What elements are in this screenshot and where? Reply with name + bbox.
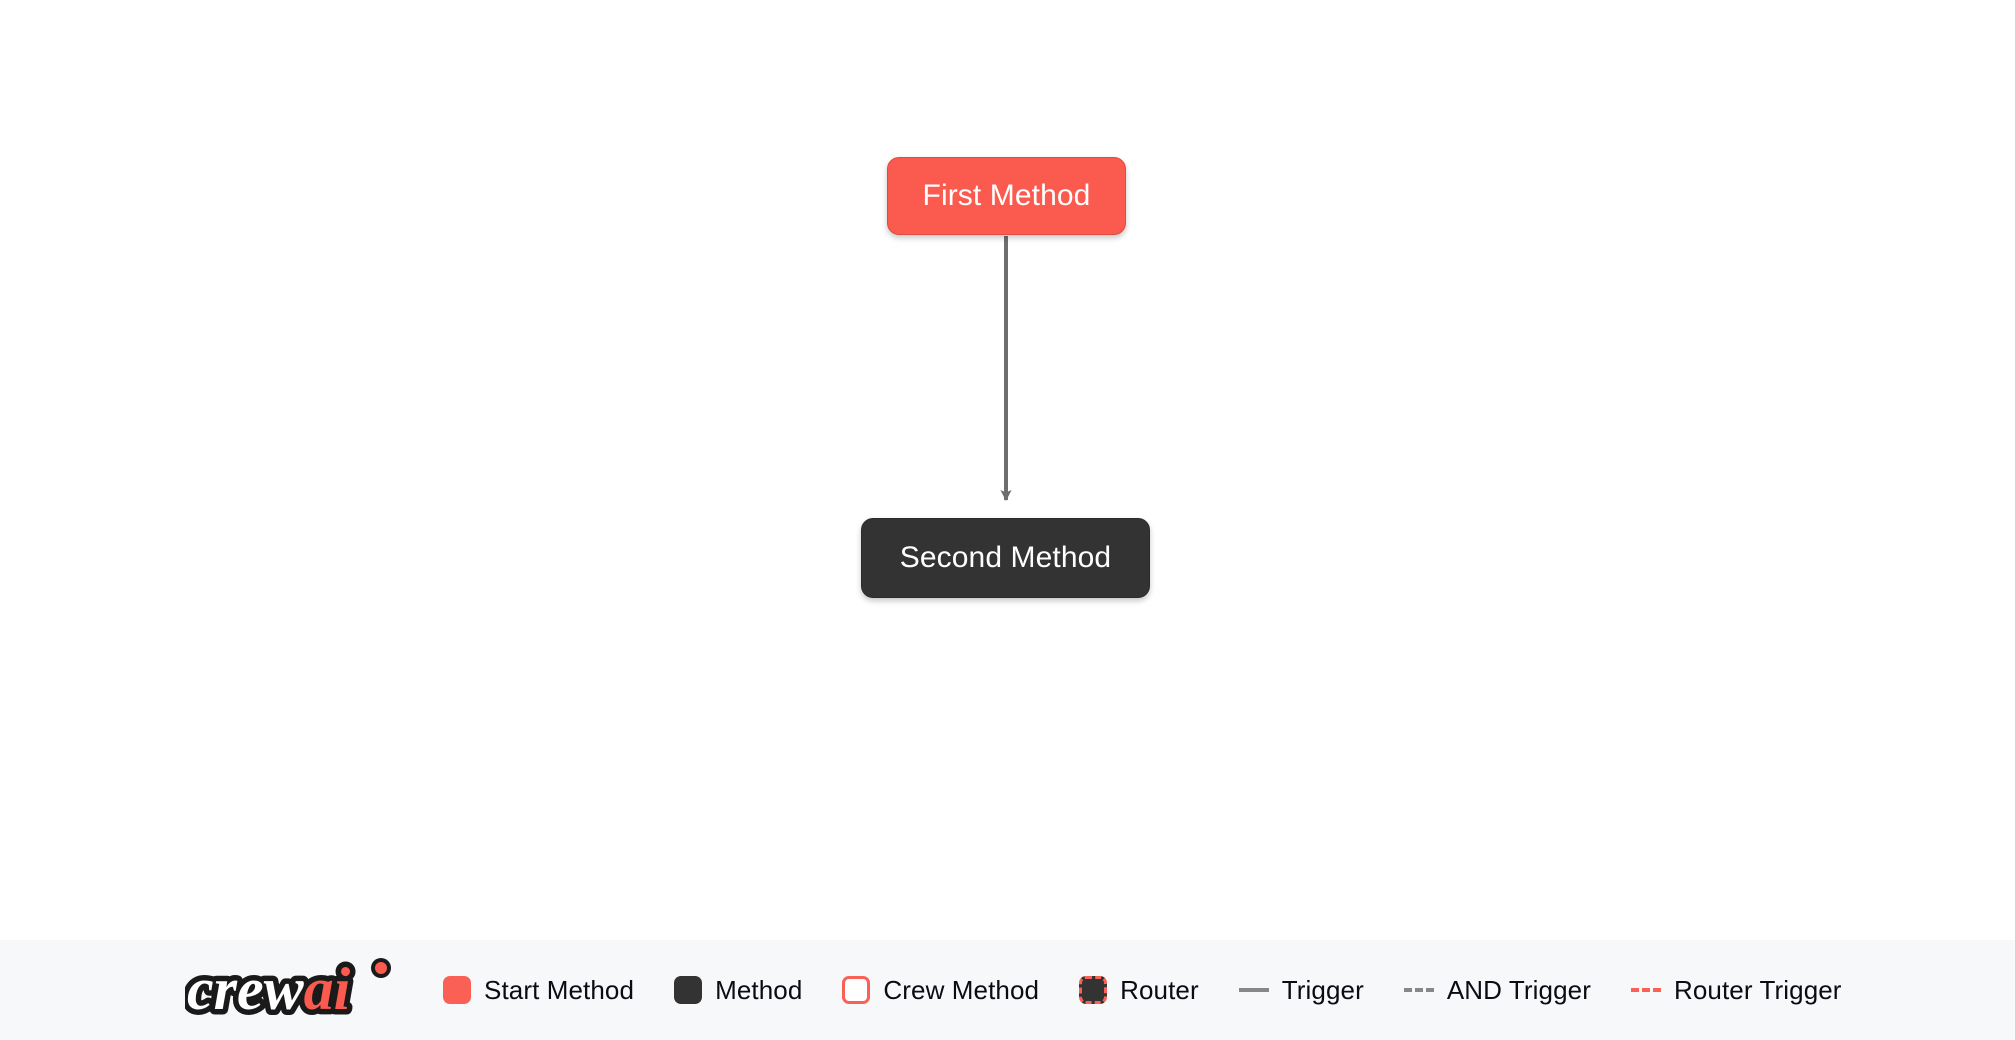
crewai-logo: crewai crew crewai [185, 954, 391, 1026]
legend-item-router: Router [1079, 975, 1199, 1006]
legend-label: AND Trigger [1446, 974, 1591, 1005]
legend-item-start-method: Start Method [443, 975, 634, 1006]
start-method-swatch [443, 976, 471, 1004]
flow-node-first-method[interactable]: First Method [887, 157, 1126, 235]
crewai-logo-dot [375, 962, 387, 974]
crewai-logo-outline: crewai [187, 956, 351, 1022]
legend-label: Start Method [484, 974, 635, 1005]
trigger-line-swatch [1238, 988, 1269, 992]
crewai-logo-crew: crew [187, 956, 305, 1022]
legend-label: Router Trigger [1673, 974, 1842, 1005]
flow-node-second-method[interactable]: Second Method [861, 518, 1150, 598]
crewai-logo-spacer: crewai [187, 956, 351, 1022]
legend-label: Router [1120, 974, 1199, 1005]
legend-item-and-trigger: AND Trigger [1403, 974, 1591, 1006]
router-trigger-line-swatch [1630, 988, 1661, 992]
crew-method-swatch [842, 976, 871, 1004]
flow-canvas[interactable]: First Method Second Method [0, 0, 2015, 940]
method-swatch [674, 976, 703, 1004]
legend-item-trigger: Trigger [1238, 974, 1364, 1006]
flow-node-label: Second Method [899, 541, 1112, 574]
router-swatch [1079, 976, 1108, 1004]
legend-item-router-trigger: Router Trigger [1630, 974, 1842, 1006]
edge-layer [1000, 236, 1012, 502]
and-trigger-line-swatch [1403, 988, 1434, 992]
legend-bar: crewai crew crewai Start Method Method C… [0, 940, 2015, 1040]
flow-node-label: First Method [922, 179, 1091, 212]
legend-label: Method [715, 974, 803, 1005]
legend-item-method: Method [674, 975, 802, 1006]
legend-label: Trigger [1281, 974, 1364, 1005]
legend-items: Start Method Method Crew Method Router T… [443, 975, 1842, 1006]
legend-item-crew-method: Crew Method [842, 975, 1039, 1006]
legend-label: Crew Method [883, 974, 1040, 1005]
